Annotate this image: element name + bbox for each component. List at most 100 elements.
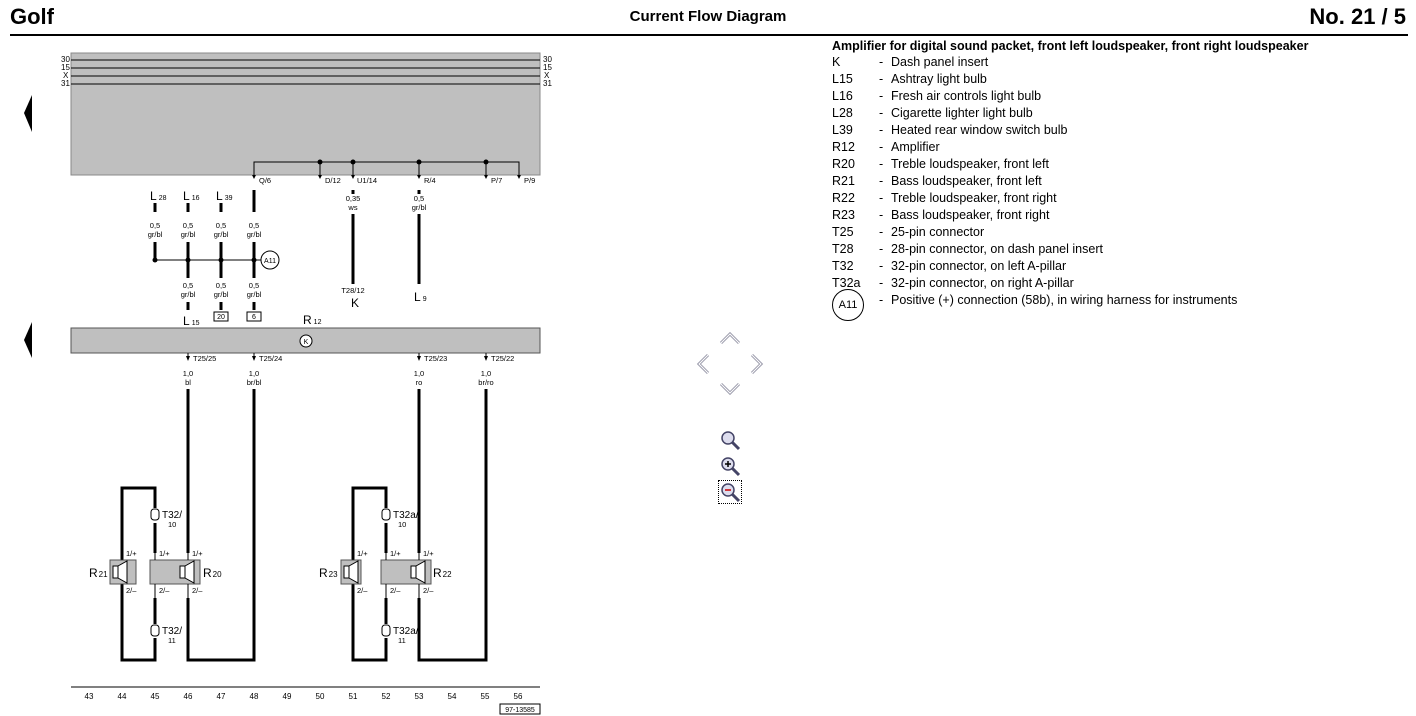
- prev-page-arrow-icon[interactable]: [24, 322, 32, 358]
- bus-label: X: [544, 71, 550, 80]
- legend-description: 32-pin connector, on right A-pillar: [891, 276, 1074, 290]
- speaker-r23: [340, 559, 362, 585]
- panel-junctions: [317, 159, 489, 165]
- legend-description: Amplifier: [891, 140, 940, 154]
- t32a-bottom-sub: 11: [398, 636, 406, 645]
- legend-description: Dash panel insert: [891, 55, 989, 69]
- t32-top-label: T32/: [162, 510, 182, 521]
- legend-title: Amplifier for digital sound packet, fron…: [832, 39, 1309, 53]
- pin-label: Q/6: [259, 176, 271, 185]
- chevron-right-icon: [750, 353, 764, 375]
- zoom-reset-button[interactable]: [719, 429, 741, 451]
- wire-size: 0,5: [249, 221, 259, 230]
- page-number: No. 21 / 5: [1309, 4, 1406, 29]
- t32-bottom-label: T32/: [162, 626, 182, 637]
- wire-color: bl: [185, 378, 191, 387]
- legend-code: R22: [832, 191, 855, 205]
- speaker-r21-label: R21: [89, 566, 108, 580]
- wire-size: 0,5: [183, 221, 193, 230]
- bus-lines: [71, 59, 540, 85]
- track-number: 43: [85, 692, 94, 701]
- connector-box-20-label: 20: [217, 314, 225, 321]
- amplifier-symbol: [299, 334, 313, 348]
- zoom-out-button[interactable]: [718, 480, 742, 504]
- t32a-top-label: T32a/: [393, 510, 419, 521]
- connector-box-6-label: 6: [252, 314, 256, 321]
- speaker-r20: [149, 559, 201, 585]
- pin-label: T25/22: [491, 354, 514, 363]
- zoom-in-icon: [721, 457, 741, 477]
- legend-dash: -: [879, 106, 884, 120]
- wire-size: 0,5: [183, 281, 193, 290]
- wire-color: gr/bl: [181, 290, 196, 299]
- legend-description: Heated rear window switch bulb: [891, 123, 1068, 137]
- pin-label: D/12: [325, 176, 341, 185]
- track-number: 44: [118, 692, 127, 701]
- zoom-reset-icon: [721, 431, 741, 451]
- legend-dash: -: [879, 293, 884, 307]
- pin-label: 1/+: [357, 549, 368, 558]
- nav-up-button[interactable]: [719, 331, 741, 345]
- top-pin-labels: Q/6 D/12 U1/14 R/4 P/7 P/9: [259, 176, 535, 185]
- pin-label: 2/–: [357, 586, 368, 595]
- wire-labels: 0,5 gr/bl 0,5 gr/bl 0,5 gr/bl 0,5 gr/bl …: [148, 194, 427, 299]
- page-title: Current Flow Diagram: [629, 8, 787, 25]
- a11-connection-symbol: [260, 250, 280, 270]
- legend-code: A11: [832, 289, 864, 321]
- legend-item: T28-28-pin connector, on dash panel inse…: [832, 241, 1308, 258]
- nav-left-button[interactable]: [696, 353, 710, 375]
- track-number: 54: [448, 692, 457, 701]
- legend-code: T32a: [832, 276, 861, 290]
- nav-down-button[interactable]: [719, 382, 741, 396]
- legend-item: R21-Bass loudspeaker, front left: [832, 173, 1308, 190]
- a11-label: A11: [264, 258, 276, 265]
- track-number: 45: [151, 692, 160, 701]
- legend-code: T32: [832, 259, 854, 273]
- wire-size: 1,0: [481, 369, 491, 378]
- legend-description: Cigarette lighter light bulb: [891, 106, 1033, 120]
- legend-code: T28: [832, 242, 854, 256]
- wire-size: 1,0: [249, 369, 259, 378]
- bus-label: 31: [543, 79, 552, 88]
- bus-label: X: [63, 71, 69, 80]
- wire-size: 0,5: [414, 194, 424, 203]
- pin-label: 1/+: [159, 549, 170, 558]
- legend-dash: -: [879, 208, 884, 222]
- legend-item: R12-Amplifier: [832, 139, 1308, 156]
- legend-description: Bass loudspeaker, front left: [891, 174, 1042, 188]
- legend-code: L39: [832, 123, 853, 137]
- ref-number: 97-13585: [505, 707, 535, 714]
- legend-description: Ashtray light bulb: [891, 72, 987, 86]
- legend-code: K: [832, 55, 841, 69]
- legend-item: L16-Fresh air controls light bulb: [832, 88, 1308, 105]
- t28-connector-label: T28/12: [341, 286, 364, 295]
- pin-label: P/7: [491, 176, 502, 185]
- legend-dash: -: [879, 89, 884, 103]
- nav-right-button[interactable]: [750, 353, 764, 375]
- bus-label: 15: [543, 63, 552, 72]
- pin-label: 2/–: [423, 586, 434, 595]
- t32a-top-connector: [381, 508, 391, 521]
- t32-top-connector: [150, 508, 160, 521]
- track-number: 50: [316, 692, 325, 701]
- amp-pin-labels: T25/25 T25/24 T25/23 T25/22: [193, 354, 514, 363]
- legend-description: Treble loudspeaker, front left: [891, 157, 1049, 171]
- legend-item: T32-32-pin connector, on left A-pillar: [832, 258, 1308, 275]
- wire-size: 0,5: [216, 281, 226, 290]
- legend-dash: -: [879, 276, 884, 290]
- chevron-up-icon: [719, 331, 741, 345]
- prev-page-arrow-icon[interactable]: [24, 95, 32, 132]
- t32a-bottom-connector: [381, 624, 391, 637]
- pin-label: 1/+: [390, 549, 401, 558]
- t32-bottom-sub: 11: [168, 636, 176, 645]
- track-number: 48: [250, 692, 259, 701]
- legend-dash: -: [879, 259, 884, 273]
- legend-item: R23-Bass loudspeaker, front right: [832, 207, 1308, 224]
- zoom-in-button[interactable]: [719, 455, 741, 477]
- component-legend: Amplifier for digital sound packet, fron…: [832, 38, 1309, 321]
- speaker-r20-label: R20: [203, 566, 222, 580]
- wire-size: 0,5: [249, 281, 259, 290]
